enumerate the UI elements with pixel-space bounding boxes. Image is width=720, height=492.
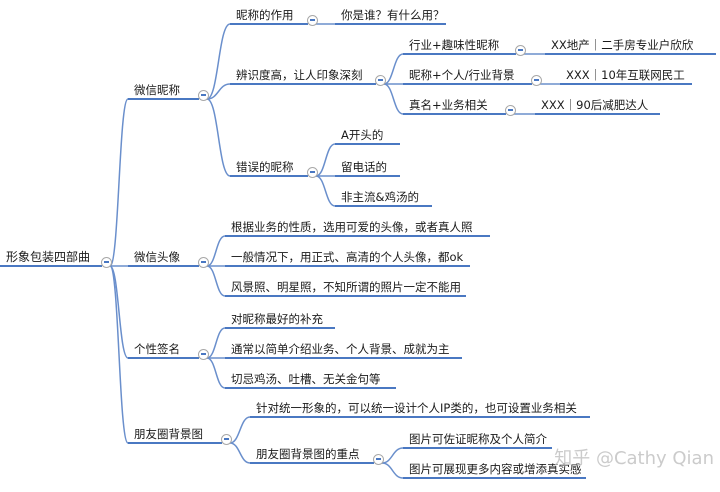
connector-line xyxy=(109,265,129,444)
connector-line xyxy=(206,98,231,177)
connector-line xyxy=(381,462,404,479)
wrong-nickname-item: 留电话的 xyxy=(335,160,400,177)
subtopic-wrong-nickname: 错误的昵称 xyxy=(230,160,308,177)
collapse-minus-icon[interactable] xyxy=(197,348,209,360)
connector-line xyxy=(229,416,251,444)
signature-tip: 对昵称最好的补充 xyxy=(225,312,335,329)
connector-line xyxy=(229,442,251,464)
connector-line xyxy=(109,98,129,267)
wrong-nickname-item: A开头的 xyxy=(335,128,400,145)
collapse-minus-icon[interactable] xyxy=(306,166,318,178)
collapse-minus-icon[interactable] xyxy=(530,74,542,86)
connector-line xyxy=(206,23,231,100)
watermark: 知乎 @Cathy Qian xyxy=(554,448,714,469)
connector-line xyxy=(381,447,404,464)
pattern-industry-fun: 行业+趣味性昵称 xyxy=(403,38,516,55)
collapse-minus-icon[interactable] xyxy=(306,14,318,26)
connector-line xyxy=(109,265,129,359)
signature-tip: 切忌鸡汤、吐槽、无关金句等 xyxy=(225,372,396,389)
connector-line xyxy=(206,235,226,267)
subtopic-cover-focus: 朋友圈背景图的重点 xyxy=(250,447,374,464)
connector-line xyxy=(206,83,231,100)
subtopic-recognizable-nickname: 辨识度高，让人印象深刻 xyxy=(230,68,376,85)
collapse-minus-icon[interactable] xyxy=(514,44,526,56)
collapse-minus-icon[interactable] xyxy=(372,453,384,465)
connector-line xyxy=(206,265,226,297)
connector-line xyxy=(315,143,336,177)
collapse-minus-icon[interactable] xyxy=(504,104,516,116)
avatar-tip: 根据业务的性质，选用可爱的头像，或者真人照 xyxy=(225,220,490,237)
connector-line xyxy=(383,83,404,115)
topic-moments-cover: 朋友圈背景图 xyxy=(128,427,222,444)
avatar-tip: 风景照、明星照，不知所谓的照片一定不能用 xyxy=(225,280,466,297)
example-nickname-background: XXX｜10年互联网民工 xyxy=(560,68,692,85)
cover-focus-item: 图片可佐证昵称及个人简介 xyxy=(403,432,552,449)
connector-line xyxy=(206,357,226,389)
wrong-nickname-item: 非主流&鸡汤的 xyxy=(335,190,432,207)
nickname-purpose-detail: 你是谁？有什么用？ xyxy=(335,8,446,25)
avatar-tip: 一般情况下，用正式、高清的个人头像，都ok xyxy=(225,250,470,267)
example-realname-business: XXX｜90后减肥达人 xyxy=(535,98,660,115)
signature-tip: 通常以简单介绍业务、个人背景、成就为主 xyxy=(225,342,462,359)
collapse-minus-icon[interactable] xyxy=(197,256,209,268)
cover-tip-unified-image: 针对统一形象的，可以统一设计个人IP类的，也可设置业务相关 xyxy=(250,401,590,418)
subtopic-nickname-purpose: 昵称的作用 xyxy=(230,8,308,25)
collapse-minus-icon[interactable] xyxy=(220,433,232,445)
example-industry-fun: XX地产｜二手房专业户欣欣 xyxy=(545,38,716,55)
pattern-realname-business: 真名+业务相关 xyxy=(403,98,506,115)
topic-signature: 个性签名 xyxy=(128,342,199,359)
collapse-minus-icon[interactable] xyxy=(374,74,386,86)
connector-line xyxy=(383,53,404,85)
root-topic: 形象包装四部曲 xyxy=(0,250,102,267)
connector-line xyxy=(315,175,336,207)
connector-line xyxy=(206,327,226,359)
topic-wechat-avatar: 微信头像 xyxy=(128,250,199,267)
pattern-nickname-background: 昵称+个人/行业背景 xyxy=(403,68,532,85)
collapse-minus-icon[interactable] xyxy=(100,256,112,268)
collapse-minus-icon[interactable] xyxy=(197,89,209,101)
topic-wechat-nickname: 微信昵称 xyxy=(128,83,199,100)
cover-focus-item: 图片可展现更多内容或增添真实感 xyxy=(403,462,586,479)
